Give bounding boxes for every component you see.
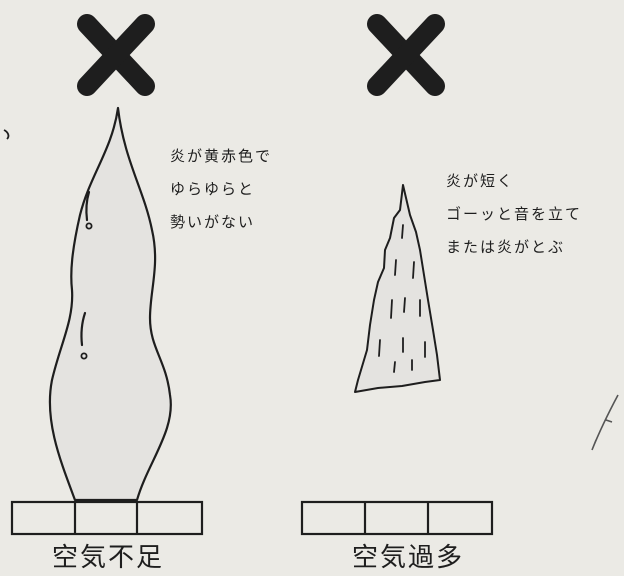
left-flame-highlight-upper	[85, 190, 91, 222]
right-note-line-1: 炎が短く	[446, 172, 515, 190]
right-x-mark-icon	[367, 14, 445, 96]
left-tall-flame	[48, 106, 172, 502]
right-note-line-3: または炎がとぶ	[446, 238, 566, 256]
left-edge-mark	[3, 129, 10, 140]
right-flame-streaks	[378, 224, 426, 373]
right-short-flame	[354, 184, 441, 393]
left-note-line-2: ゆらゆらと	[170, 180, 256, 198]
left-burner	[10, 500, 204, 536]
left-flame-highlight-lower	[80, 311, 87, 347]
right-burner	[300, 500, 494, 536]
left-flame-dot-lower	[80, 352, 88, 360]
left-notes: 炎が黄赤色で ゆらゆらと 勢いがない	[170, 140, 272, 239]
right-notes: 炎が短く ゴーッと音を立て または炎がとぶ	[446, 165, 582, 264]
right-edge-scratch	[591, 394, 619, 451]
left-note-line-1: 炎が黄赤色で	[170, 147, 273, 165]
right-caption: 空気過多	[352, 543, 465, 573]
right-note-line-2: ゴーッと音を立て	[446, 205, 583, 223]
left-note-line-3: 勢いがない	[170, 213, 256, 231]
left-flame-dot-upper	[85, 222, 93, 230]
left-caption: 空気不足	[52, 543, 165, 573]
left-x-mark-icon	[77, 14, 155, 96]
